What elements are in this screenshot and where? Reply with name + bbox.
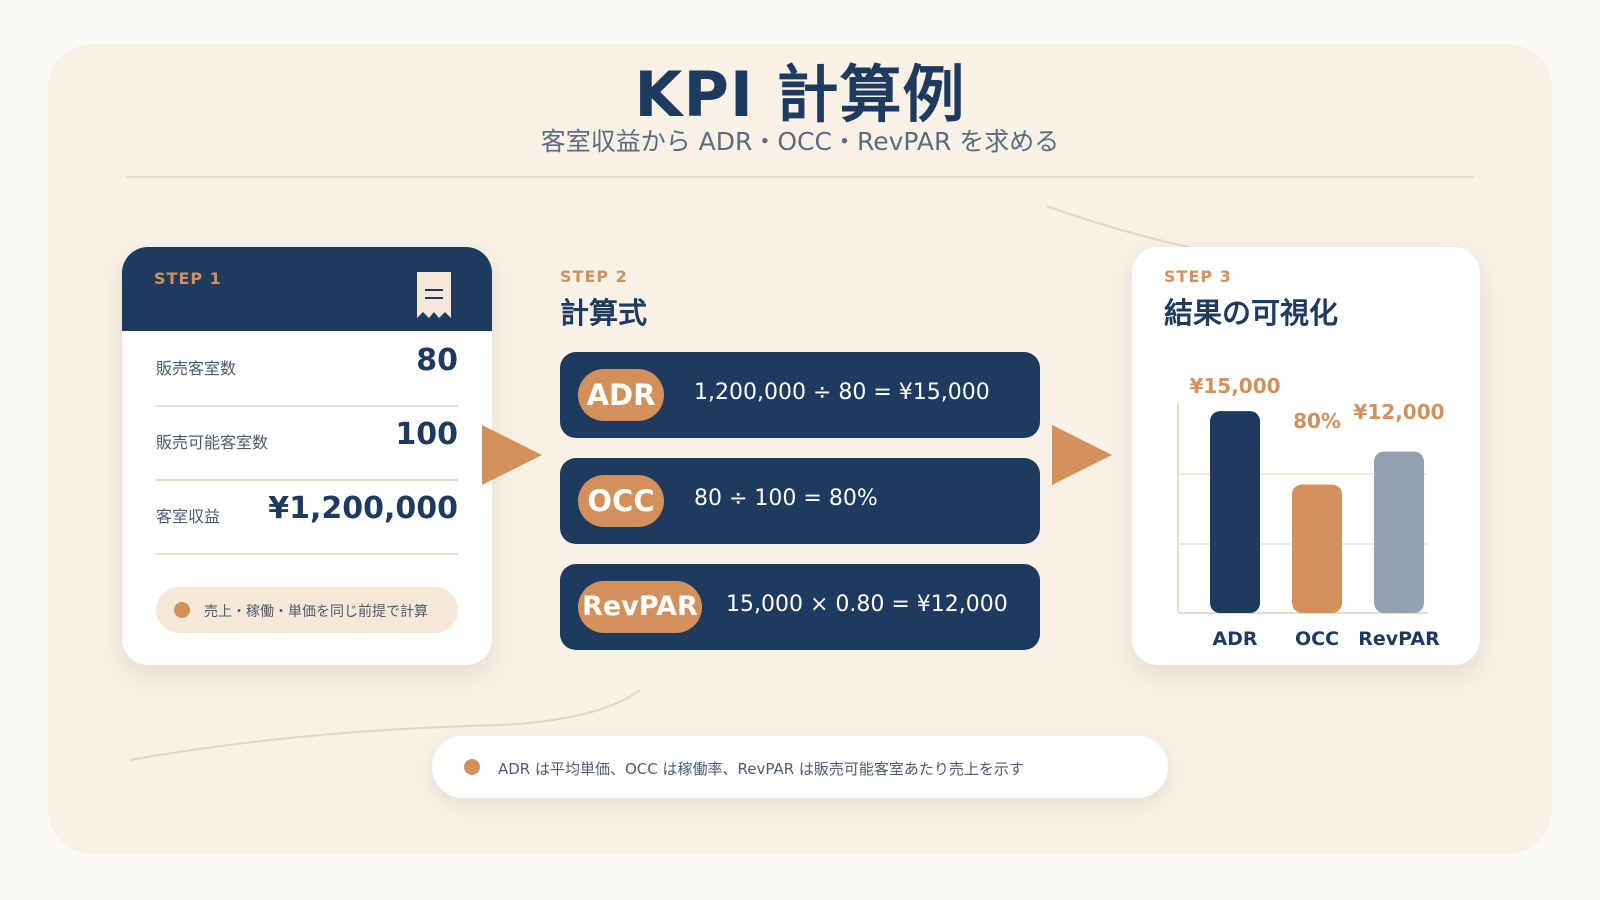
chart-value-label: 80% xyxy=(1293,409,1341,433)
chart-value-label: ¥15,000 xyxy=(1189,374,1280,398)
step1-row-sold-rooms: 販売客室数 80 xyxy=(156,331,458,407)
page-title: KPI 計算例 xyxy=(634,58,966,131)
step1-note: 売上・稼働・単価を同じ前提で計算 xyxy=(156,587,458,633)
arrow-right-icon xyxy=(1052,425,1112,485)
bullet-dot xyxy=(464,759,480,775)
chart-category-label: OCC xyxy=(1295,628,1339,650)
chart-value-label: ¥12,000 xyxy=(1353,400,1444,424)
step1-note-text: 売上・稼働・単価を同じ前提で計算 xyxy=(204,604,428,620)
row-label: 販売客室数 xyxy=(156,359,237,378)
header-divider xyxy=(126,176,1474,178)
formula-badge: ADR xyxy=(578,369,664,421)
step3-title: 結果の可視化 xyxy=(1164,296,1339,330)
step1-row-room-revenue: 客室収益 ¥1,200,000 xyxy=(156,479,458,555)
formula-revpar: RevPAR 15,000 × 0.80 = ¥12,000 xyxy=(560,564,1040,650)
row-value: ¥1,200,000 xyxy=(268,491,458,526)
chart-bar xyxy=(1374,451,1424,613)
chart-bar xyxy=(1292,484,1342,613)
formula-adr: ADR 1,200,000 ÷ 80 = ¥15,000 xyxy=(560,352,1040,438)
step1-header: STEP 1 xyxy=(122,247,492,331)
bullet-dot xyxy=(174,602,190,618)
footer-note-text: ADR は平均単価、OCC は稼働率、RevPAR は販売可能客室あたり売上を示… xyxy=(498,760,1024,778)
chart-bar xyxy=(1210,411,1260,613)
formula-text: 15,000 × 0.80 = ¥12,000 xyxy=(726,592,1008,617)
step3-label: STEP 3 xyxy=(1164,267,1232,286)
formula-text: 80 ÷ 100 = 80% xyxy=(694,486,878,511)
chart-category-label: RevPAR xyxy=(1358,628,1440,650)
chart-category-label: ADR xyxy=(1212,628,1257,650)
step2-label: STEP 2 xyxy=(560,267,628,286)
step1-row-available-rooms: 販売可能客室数 100 xyxy=(156,405,458,481)
arrow-right-icon xyxy=(482,425,542,485)
formula-badge: OCC xyxy=(578,475,664,527)
formula-text: 1,200,000 ÷ 80 = ¥15,000 xyxy=(694,380,990,405)
step1-label: STEP 1 xyxy=(154,269,222,288)
step1-card: STEP 1 販売客室数 80 販売可能客室数 100 客室収益 ¥1,200,… xyxy=(122,247,492,665)
receipt-icon xyxy=(417,272,451,318)
row-value: 80 xyxy=(416,343,458,378)
formula-occ: OCC 80 ÷ 100 = 80% xyxy=(560,458,1040,544)
step2-title: 計算式 xyxy=(560,296,648,330)
row-label: 客室収益 xyxy=(156,507,221,526)
formula-badge: RevPAR xyxy=(578,581,702,633)
page-subtitle: 客室収益から ADR・OCC・RevPAR を求める xyxy=(540,127,1060,156)
row-label: 販売可能客室数 xyxy=(156,433,269,452)
row-value: 100 xyxy=(395,417,458,452)
footer-note: ADR は平均単価、OCC は稼働率、RevPAR は販売可能客室あたり売上を示… xyxy=(432,736,1168,798)
